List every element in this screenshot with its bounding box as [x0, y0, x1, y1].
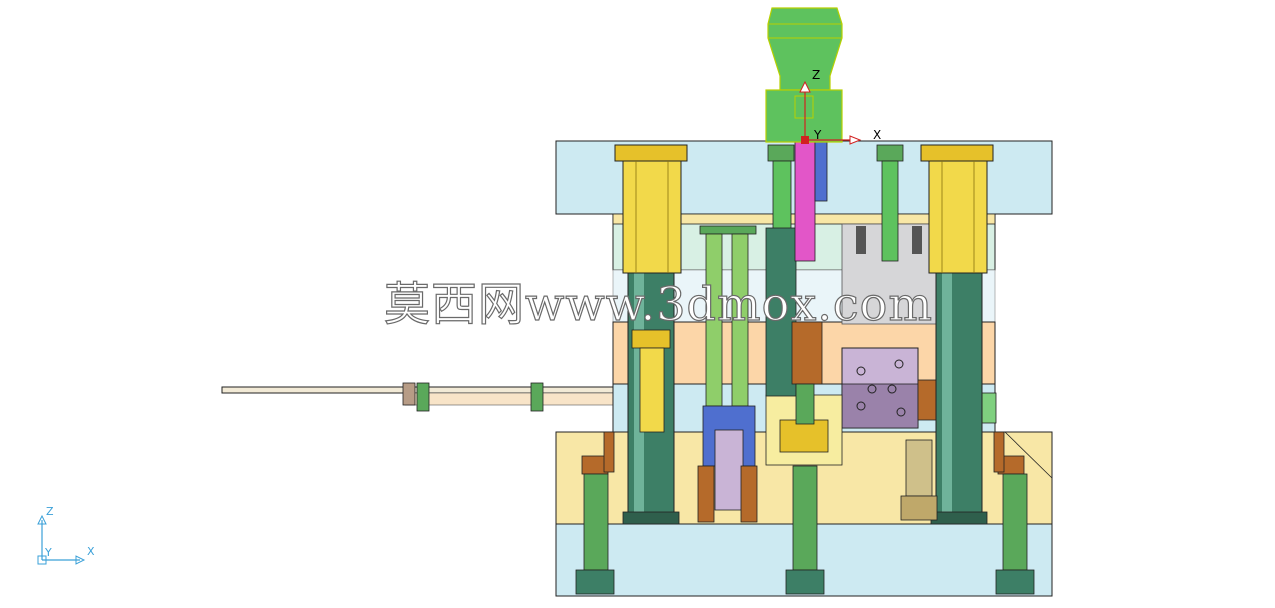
cap-screw-bottom-right: [995, 473, 1035, 595]
lower-dowel-pin: [900, 439, 938, 521]
guide-slot-right: [912, 226, 922, 254]
upper-bolt-right: [876, 144, 904, 262]
press-shank: [765, 7, 843, 143]
view-triad[interactable]: [37, 514, 86, 565]
watermark-text: 莫西网www.3dmox.com: [384, 277, 933, 331]
local-axis-x-label: X: [873, 128, 881, 142]
local-axis-z-label: Z: [812, 68, 820, 82]
triad-z-label: Z: [46, 505, 54, 518]
die-insert-core: [779, 419, 829, 453]
cap-screw-bottom-left: [575, 473, 615, 595]
guide-slot-left: [856, 226, 866, 254]
center-punch-column: [765, 140, 828, 425]
stripper-bolt-left: [631, 329, 671, 433]
cap-screw-bottom-center: [785, 465, 825, 595]
pilot-punches: [699, 225, 757, 407]
guide-bushing-right: [920, 144, 994, 274]
local-coordinate-axes: [799, 80, 862, 145]
guide-pillar-right: [930, 269, 988, 525]
local-axis-y-label: Y: [813, 128, 822, 142]
triad-y-label: Y: [44, 546, 52, 559]
guide-bushing-left: [614, 144, 688, 274]
triad-x-label: X: [87, 545, 95, 558]
blue-punch-cluster: [697, 405, 758, 523]
strip-material: [221, 382, 623, 412]
cam-slider-block: [841, 347, 939, 429]
guide-pillar-left: [622, 269, 680, 525]
